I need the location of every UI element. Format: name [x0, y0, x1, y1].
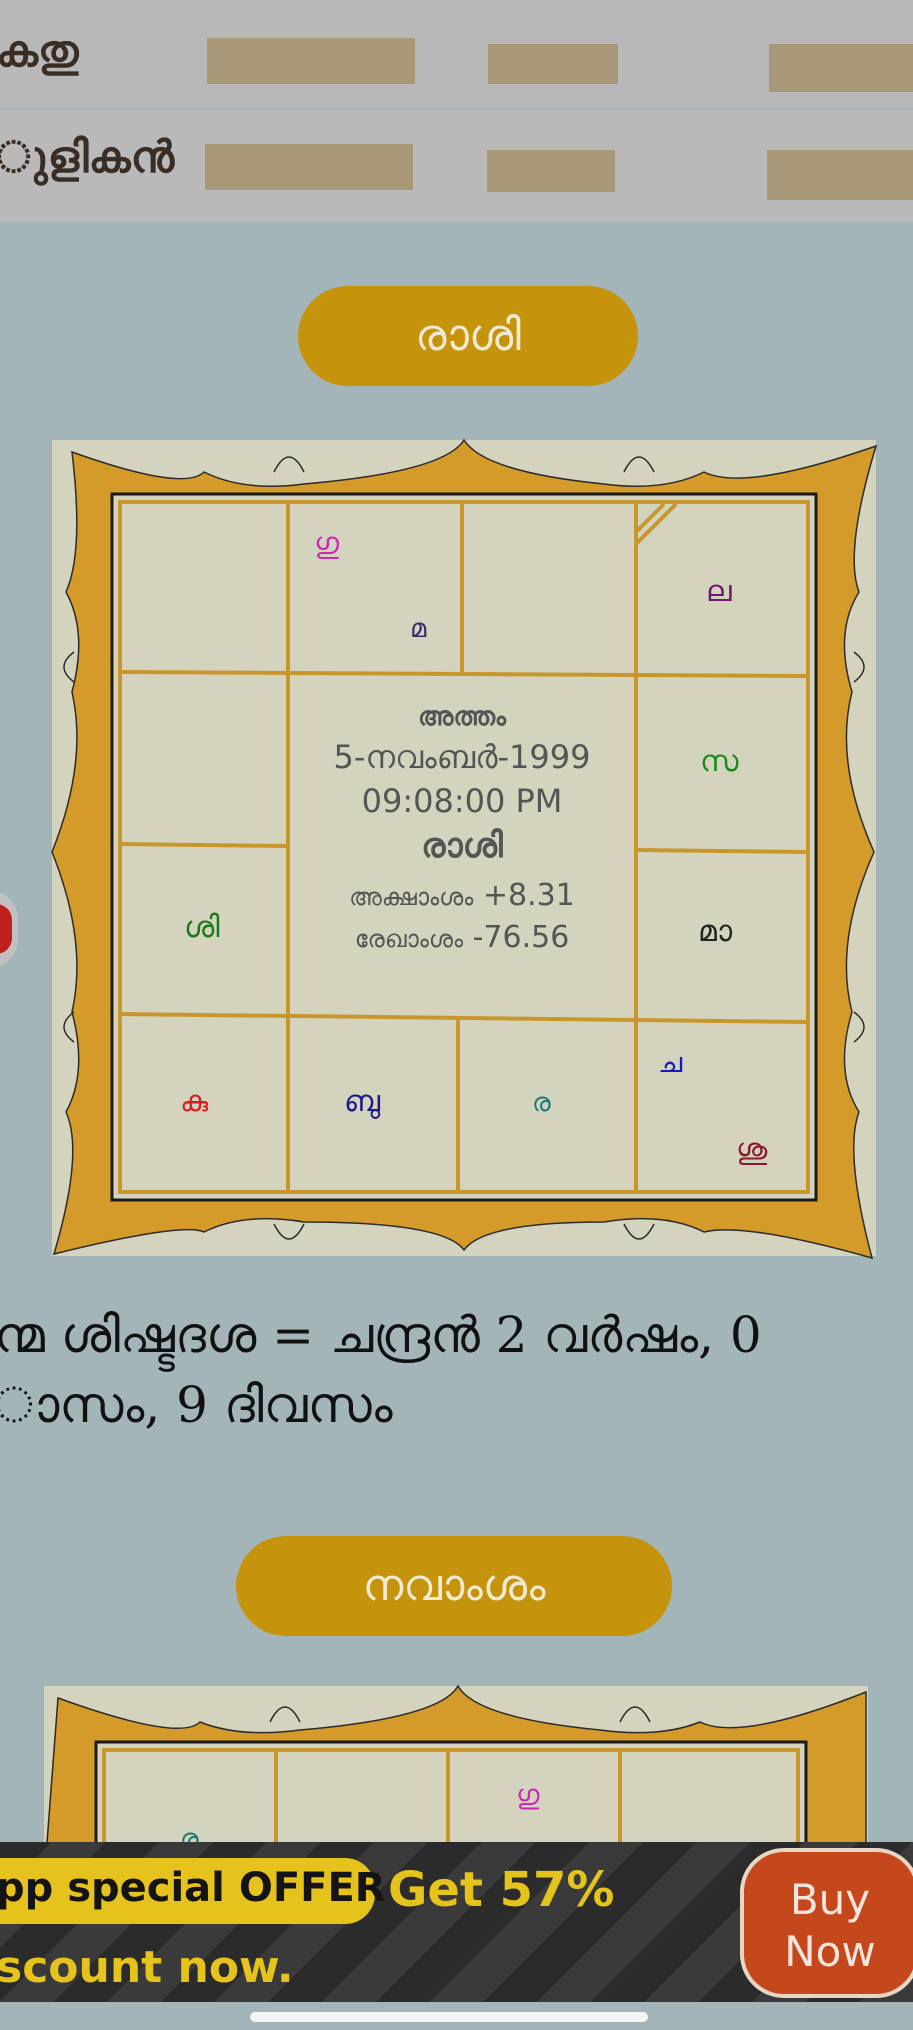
planet-budha: ബു	[344, 1084, 381, 1119]
rasi-button[interactable]: രാശി	[298, 286, 638, 386]
rasi-chart-frame	[51, 438, 878, 1260]
buy-now-line-2: Now	[784, 1927, 876, 1976]
longitude: രേഖാംശം -76.56	[288, 920, 636, 955]
planet-lagna: ല	[706, 574, 732, 609]
buy-now-line-1: Buy	[789, 1875, 871, 1924]
planet-shukra: ശു	[736, 1132, 768, 1167]
planet-name-gulikan: ുളികൻ	[0, 132, 175, 183]
birth-time: 09:08:00 PM	[361, 782, 563, 820]
star-name: അത്തം	[418, 702, 506, 732]
planet-kuja: കു	[180, 1084, 209, 1119]
planet-chandra: ച	[658, 1046, 683, 1079]
longitude-value: -76.56	[472, 920, 570, 955]
planet-mandi: മ	[410, 614, 427, 644]
planet-name-ketu: കതു	[0, 26, 79, 77]
planet-mars: മാ	[698, 914, 733, 949]
value-block	[207, 38, 415, 84]
chart-title: രാശി	[421, 826, 503, 866]
planet-guru: ഗു	[314, 526, 340, 561]
navamsa-button[interactable]: നവാംശം	[236, 1536, 672, 1636]
latitude: അക്ഷാംശം +8.31	[288, 878, 636, 913]
longitude-label: രേഖാംശം	[354, 925, 464, 953]
value-block	[767, 150, 913, 200]
planet-rahu: ര	[532, 1088, 551, 1118]
offer-pill	[0, 1858, 375, 1924]
buy-now-button[interactable]: Buy Now	[740, 1848, 913, 1998]
rasi-chart: ഗു മ ല സ ശി മാ കു ബു ര ച ശു അത്തം 5-നവംബ…	[44, 432, 884, 1264]
offer-pill-text: pp special OFFER	[0, 1865, 386, 1911]
dasha-line-2: ാസം, 9 ദിവസം	[0, 1376, 393, 1434]
offer-discount-text: scount now.	[0, 1942, 294, 1993]
side-indicator	[0, 890, 18, 968]
offer-discount-headline: Get 57%	[388, 1862, 615, 1918]
value-block	[487, 150, 615, 192]
latitude-value: +8.31	[482, 878, 575, 913]
latitude-label: അക്ഷാംശം	[349, 883, 474, 911]
navamsa-planet-guru: ഗു	[516, 1778, 540, 1811]
planet-shikhi: ശി	[184, 910, 220, 945]
birth-date: 5-നവംബർ-1999	[333, 738, 591, 776]
planet-saturn: സ	[700, 744, 739, 779]
home-indicator[interactable]	[250, 2012, 648, 2022]
planet-row-gulikan: ുളികൻ	[0, 110, 913, 222]
dasha-balance: ന്മ ശിഷ്ടദശ = ചന്ദ്രൻ 2 വർഷം, 0 ാസം, 9 ദ…	[0, 1300, 894, 1440]
rasi-center-info: അത്തം 5-നവംബർ-1999 09:08:00 PM രാശി അക്ഷ…	[288, 702, 636, 1002]
value-block	[769, 44, 913, 92]
dasha-line-1: ന്മ ശിഷ്ടദശ = ചന്ദ്രൻ 2 വർഷം, 0	[0, 1306, 762, 1364]
planet-row-ketu: കതു	[0, 0, 913, 108]
value-block	[205, 144, 413, 190]
value-block	[488, 44, 618, 84]
